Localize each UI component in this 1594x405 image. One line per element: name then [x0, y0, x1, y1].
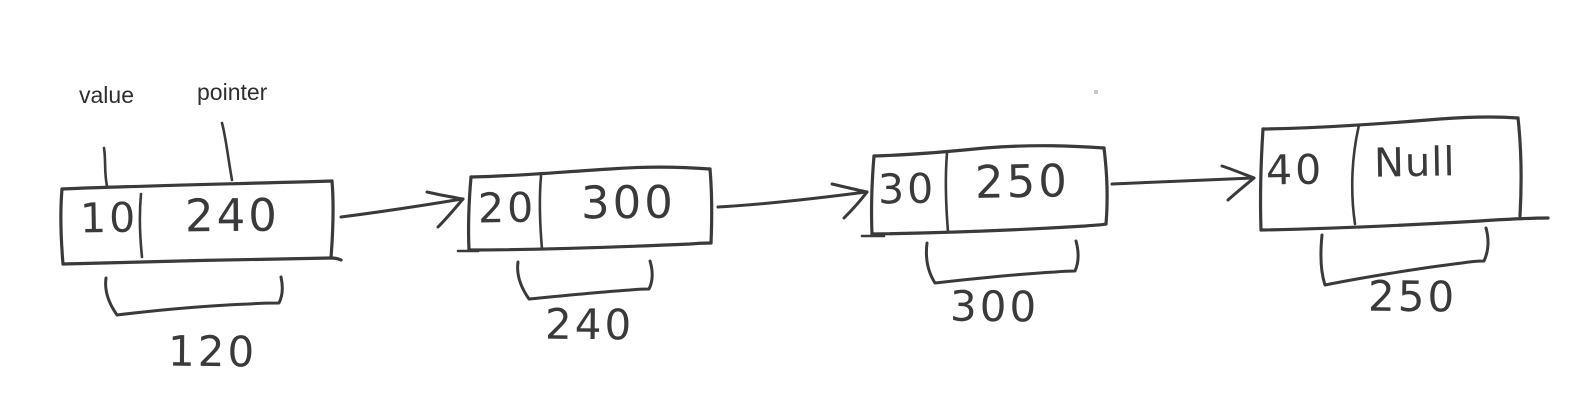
node-2-value: 20 — [477, 183, 537, 233]
leader-line-pointer — [220, 121, 234, 182]
node-2-box[interactable] — [456, 165, 714, 253]
node-2-address-brace — [516, 259, 654, 301]
node-4-divider — [1350, 123, 1361, 226]
leader-line-value — [102, 146, 109, 188]
node-1-pointer: 240 — [184, 188, 281, 243]
node-1-address: 120 — [167, 326, 258, 377]
node-3-pointer: 250 — [974, 154, 1071, 209]
node-1-box[interactable] — [59, 179, 343, 266]
arrow-3 — [1110, 164, 1256, 202]
node-1-address-brace — [104, 275, 284, 317]
stray-ink-speck — [1094, 90, 1098, 94]
node-2-pointer: 300 — [580, 175, 677, 230]
node-3-box[interactable] — [860, 144, 1109, 238]
node-3-divider — [944, 151, 950, 234]
node-4-box[interactable] — [1259, 115, 1550, 232]
node-4-value: 40 — [1265, 145, 1325, 195]
pointer-label: pointer — [197, 79, 268, 105]
value-label: value — [79, 82, 134, 108]
node-3-address-brace — [924, 239, 1080, 285]
node-4-address-brace — [1319, 226, 1490, 287]
node-4-pointer: Null — [1373, 139, 1456, 187]
node-1-value: 10 — [79, 193, 139, 243]
node-1-divider — [138, 192, 144, 259]
node-2-address: 240 — [544, 299, 635, 350]
node-3-address: 300 — [949, 281, 1040, 332]
node-2-divider — [538, 174, 544, 251]
node-4-address: 250 — [1367, 271, 1458, 322]
node-3-value: 30 — [877, 164, 937, 214]
arrow-2 — [716, 182, 869, 220]
arrow-1 — [339, 190, 465, 229]
